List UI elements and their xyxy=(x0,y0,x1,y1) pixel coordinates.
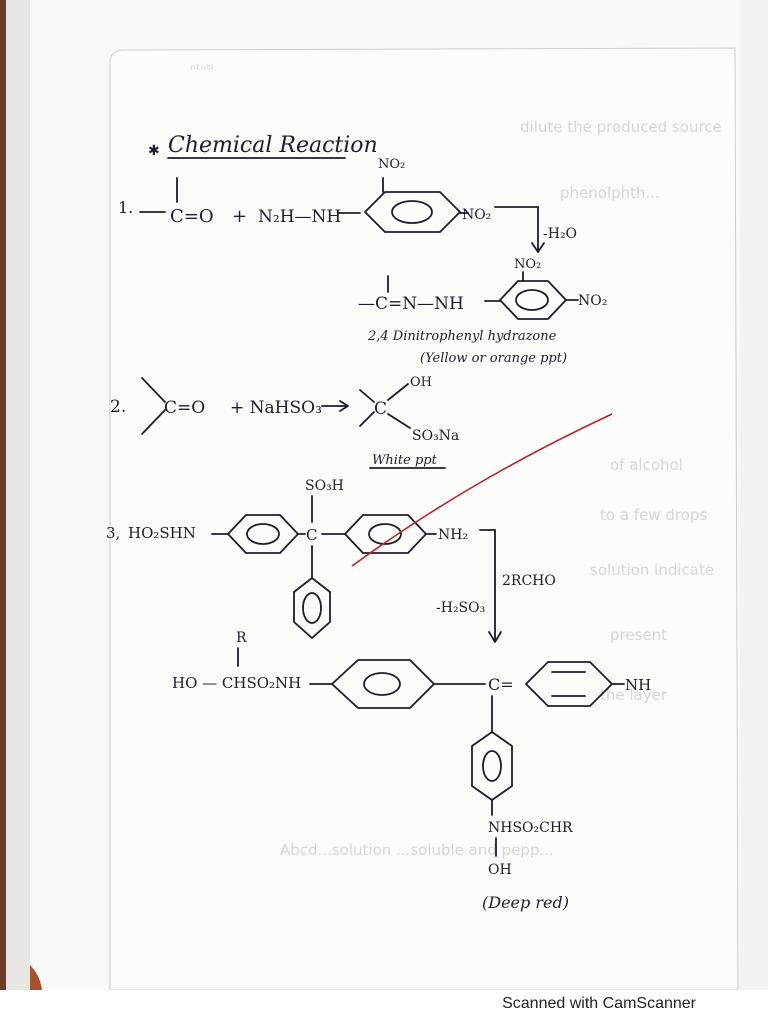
aldehyde-reagent: 2RCHO xyxy=(502,573,556,589)
central-carbon: C xyxy=(306,526,317,544)
reaction-number: 2. xyxy=(110,397,126,417)
product-note: (Deep red) xyxy=(482,893,569,912)
product-name: 2,4 Dinitrophenyl hydrazone xyxy=(367,329,557,344)
loss-label: -H₂SO₃ xyxy=(436,600,485,616)
svg-text:C=O: C=O xyxy=(170,206,214,227)
reaction-3: SO₃H 3, HO₂SHN C NH₂ 2RCHO -H₂SO₃ R HO —… xyxy=(106,413,651,912)
central-carbon: C= xyxy=(488,675,514,694)
sulfonate: SO₃Na xyxy=(412,428,459,444)
left-substituent: HO₂SHN xyxy=(128,524,196,542)
hydrazine-reagent: N₂H—NH xyxy=(258,207,341,227)
svg-text:ⁿᵗᵘᵗⁱ: ⁿᵗᵘᵗⁱ xyxy=(190,61,214,79)
alkyl-group: R xyxy=(236,630,247,646)
benzene-ring xyxy=(293,577,331,639)
product-note: (Yellow or orange ppt) xyxy=(420,351,567,366)
loss-label: -H₂O xyxy=(543,226,577,242)
benzene-ring xyxy=(364,191,461,233)
hydrazone-group: —C=N—NH xyxy=(358,294,464,314)
svg-text:of alcohol: of alcohol xyxy=(610,456,683,474)
product-left-substituent: HO — CHSO₂NH xyxy=(172,674,301,692)
carbonyl: C=O xyxy=(164,398,205,418)
reaction-2: 2. C=O + NaHSO₃ C OH SO₃Na White ppt xyxy=(110,375,459,469)
reaction-number: 3, xyxy=(106,524,120,542)
precipitate-note: White ppt xyxy=(372,453,438,468)
nitro-group: NO₂ xyxy=(514,257,541,272)
nitro-group: NO₂ xyxy=(462,207,491,223)
product-hydroxyl: OH xyxy=(488,862,512,878)
amino-group: NH₂ xyxy=(438,527,468,543)
bisulfite-reagent: + NaHSO₃ xyxy=(230,398,322,418)
central-carbon: C xyxy=(374,399,387,419)
scanner-watermark: Scanned with CamScanner xyxy=(502,995,696,1012)
svg-text:present: present xyxy=(610,626,667,644)
bleed-through-marks: ⁿᵗᵘᵗⁱ dilute the produced source phenolp… xyxy=(190,61,722,859)
nitro-group: NO₂ xyxy=(378,157,405,172)
imine-group: NH xyxy=(625,676,651,694)
svg-text:Abcd...solution ...soluble and: Abcd...solution ...soluble and pepp... xyxy=(280,841,554,859)
nitro-group: NO₂ xyxy=(578,293,607,309)
svg-text:dilute the produced source: dilute the produced source xyxy=(520,118,722,136)
reaction-1: 1. C=O + N₂H—NH NO₂ NO₂ -H₂O —C=N—NH NO₂… xyxy=(118,157,607,366)
hydroxyl: OH xyxy=(410,375,432,390)
svg-text:the layer: the layer xyxy=(600,686,668,704)
svg-text:phenolphth...: phenolphth... xyxy=(560,184,660,202)
red-pen-stroke xyxy=(351,413,613,567)
page-title: Chemical Reaction xyxy=(168,133,378,158)
reaction-number: 1. xyxy=(118,198,133,217)
svg-text:+: + xyxy=(232,206,247,227)
svg-text:solution indicate: solution indicate xyxy=(590,561,714,579)
svg-text:✱: ✱ xyxy=(148,143,160,159)
product-substituent: NHSO₂CHR xyxy=(488,820,573,836)
svg-text:to a few drops: to a few drops xyxy=(600,506,707,524)
sulfonic-group: SO₃H xyxy=(305,478,344,494)
footer-bar: Scanned with CamScanner xyxy=(0,990,768,1024)
